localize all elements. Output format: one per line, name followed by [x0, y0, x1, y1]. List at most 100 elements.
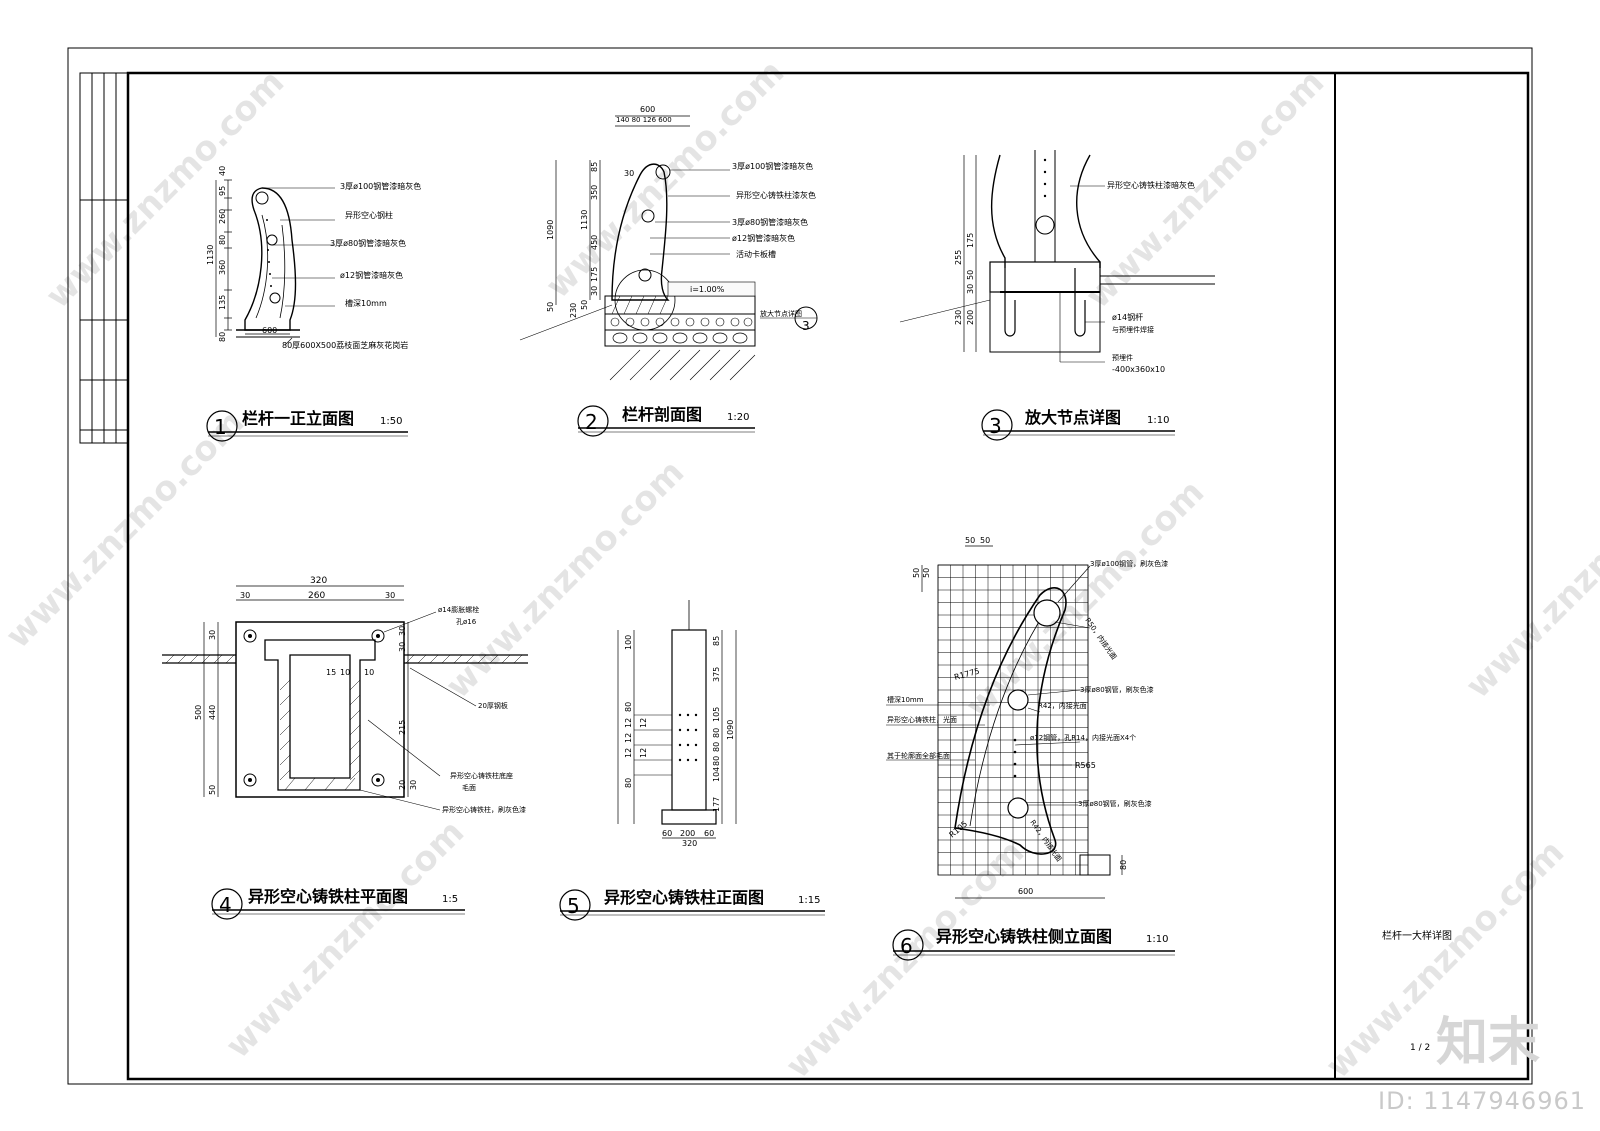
svg-text:www.znzmo.com: www.znzmo.com	[778, 832, 1032, 1086]
svg-text:-400x360x10: -400x360x10	[1112, 365, 1165, 374]
svg-text:12: 12	[624, 748, 633, 758]
svg-text:30: 30	[208, 630, 217, 640]
svg-text:30: 30	[385, 591, 395, 600]
svg-text:4: 4	[219, 893, 232, 917]
svg-text:135: 135	[218, 295, 227, 310]
svg-text:3厚ø100钢管漆暗灰色: 3厚ø100钢管漆暗灰色	[340, 181, 421, 191]
svg-text:2: 2	[585, 410, 598, 434]
svg-text:360: 360	[218, 260, 227, 275]
image-id: ID: 1147946961	[1378, 1087, 1586, 1115]
outer-border	[67, 47, 1533, 1085]
view-1-elevation: 40 95 260 80 360 135 1130 80 600 3厚ø100钢…	[206, 166, 421, 350]
svg-text:槽深10mm: 槽深10mm	[345, 298, 387, 308]
svg-text:30: 30	[624, 169, 634, 178]
svg-text:440: 440	[208, 705, 217, 720]
svg-text:1: 1	[214, 415, 227, 439]
svg-text:50: 50	[912, 568, 921, 578]
brand-logo: 知末	[1435, 1013, 1540, 1073]
svg-text:异形空心铸铁柱漆暗灰色: 异形空心铸铁柱漆暗灰色	[1107, 180, 1195, 190]
svg-text:预埋件: 预埋件	[1112, 353, 1133, 362]
svg-text:3厚ø100钢管漆暗灰色: 3厚ø100钢管漆暗灰色	[732, 161, 813, 171]
svg-text:ø12钢管漆暗灰色: ø12钢管漆暗灰色	[340, 270, 403, 280]
svg-text:其于轮廓面全部毛面: 其于轮廓面全部毛面	[887, 751, 950, 760]
svg-text:95: 95	[218, 186, 227, 196]
svg-text:1090: 1090	[546, 220, 555, 240]
svg-text:孔ø16: 孔ø16	[456, 618, 477, 626]
svg-text:3厚ø80钢管，刷灰色漆: 3厚ø80钢管，刷灰色漆	[1080, 685, 1154, 694]
svg-text:30: 30	[409, 780, 418, 790]
svg-text:15: 15	[326, 668, 336, 677]
svg-text:320: 320	[310, 576, 327, 586]
svg-text:60: 60	[704, 829, 714, 838]
svg-text:R565: R565	[1075, 761, 1096, 770]
svg-text:600: 600	[1018, 887, 1033, 896]
svg-text:R42，内接光面: R42，内接光面	[1028, 818, 1063, 863]
page-mark: 1 / 2	[1410, 1043, 1430, 1053]
svg-text:异形空心铸铁柱正面图: 异形空心铸铁柱正面图	[604, 888, 764, 907]
svg-text:ø14膨胀螺栓: ø14膨胀螺栓	[438, 605, 479, 614]
svg-text:1:5: 1:5	[442, 894, 458, 905]
svg-text:异形空心钢柱: 异形空心钢柱	[345, 210, 393, 220]
svg-text:毛面: 毛面	[462, 783, 476, 792]
svg-text:活动卡板槽: 活动卡板槽	[736, 249, 776, 259]
svg-text:www.znzmo.com: www.znzmo.com	[438, 452, 692, 706]
svg-text:ø14钢杆: ø14钢杆	[1112, 312, 1143, 322]
view-title-6: 6 异形空心铸铁柱侧立面图 1:10	[892, 927, 1175, 961]
svg-text:60: 60	[662, 829, 672, 838]
svg-text:175: 175	[966, 233, 975, 248]
svg-text:80: 80	[712, 756, 721, 766]
view-6-side-elevation: 50 50 50 50 600 80 3厚ø100钢管，刷灰色漆 R50，内接光…	[886, 536, 1168, 899]
svg-text:350: 350	[590, 185, 599, 200]
svg-text:异形空心铸铁柱底座: 异形空心铸铁柱底座	[450, 771, 513, 780]
revision-strip	[79, 72, 129, 444]
svg-text:6: 6	[900, 934, 913, 958]
svg-text:异形空心铸铁柱，光面: 异形空心铸铁柱，光面	[887, 715, 957, 724]
svg-text:3厚ø80钢管，刷灰色漆: 3厚ø80钢管，刷灰色漆	[1078, 799, 1152, 808]
svg-text:140 80 126 600: 140 80 126 600	[616, 116, 672, 124]
svg-text:栏杆一正立面图: 栏杆一正立面图	[242, 409, 354, 428]
svg-text:3厚ø80钢管漆暗灰色: 3厚ø80钢管漆暗灰色	[732, 217, 808, 227]
view-2-section: i=1.00% 600 140 80 126 600 1090 85 350 1…	[519, 105, 818, 381]
view-title-3: 3 放大节点详图 1:10	[981, 408, 1175, 441]
svg-text:30: 30	[398, 626, 407, 636]
view-title-4: 4 异形空心铸铁柱平面图 1:5	[211, 887, 465, 920]
svg-text:栏杆剖面图: 栏杆剖面图	[622, 405, 702, 424]
svg-text:30: 30	[590, 286, 599, 296]
view-title-2: 2 栏杆剖面图 1:20	[577, 405, 755, 437]
svg-text:3厚ø100钢管，刷灰色漆: 3厚ø100钢管，刷灰色漆	[1090, 559, 1168, 568]
svg-text:放大节点详图: 放大节点详图	[1024, 408, 1121, 427]
svg-text:50: 50	[980, 536, 990, 545]
svg-text:177: 177	[712, 797, 721, 812]
svg-text:20: 20	[398, 780, 407, 790]
svg-text:ø12钢管漆暗灰色: ø12钢管漆暗灰色	[732, 233, 795, 243]
svg-text:1090: 1090	[726, 720, 735, 740]
svg-text:80: 80	[1119, 860, 1128, 870]
svg-text:80: 80	[712, 728, 721, 738]
svg-text:1130: 1130	[580, 210, 589, 230]
svg-text:12: 12	[624, 733, 633, 743]
svg-text:10: 10	[340, 668, 350, 677]
svg-text:500: 500	[194, 705, 203, 720]
svg-text:30: 30	[398, 642, 407, 652]
svg-text:85: 85	[712, 636, 721, 646]
svg-text:3: 3	[989, 414, 1002, 438]
view-3-node-detail: 255 175 50 30 230 200 异形空心铸铁柱漆暗灰色 ø14钢杆 …	[899, 150, 1215, 374]
svg-text:www.znzmo.com: www.znzmo.com	[38, 62, 292, 316]
view-4-plan: 320 30 260 30 30 500 440 50 30 30 215 20…	[162, 576, 528, 814]
svg-text:320: 320	[682, 839, 697, 848]
svg-text:100: 100	[624, 635, 633, 650]
svg-text:375: 375	[712, 667, 721, 682]
svg-text:200: 200	[966, 310, 975, 325]
watermark-layer: www.znzmo.com www.znzmo.com www.znzmo.co…	[0, 52, 1600, 1086]
svg-text:异形空心铸铁柱侧立面图: 异形空心铸铁柱侧立面图	[936, 927, 1112, 946]
svg-text:50: 50	[965, 536, 975, 545]
svg-text:85: 85	[590, 162, 599, 172]
svg-text:异形空心铸铁柱，刷灰色漆: 异形空心铸铁柱，刷灰色漆	[442, 805, 526, 814]
svg-text:230: 230	[569, 303, 578, 318]
svg-text:放大节点详图: 放大节点详图	[760, 309, 802, 318]
svg-text:260: 260	[308, 591, 325, 601]
svg-text:12: 12	[624, 718, 633, 728]
svg-text:175: 175	[590, 267, 599, 282]
svg-text:12: 12	[639, 748, 648, 758]
